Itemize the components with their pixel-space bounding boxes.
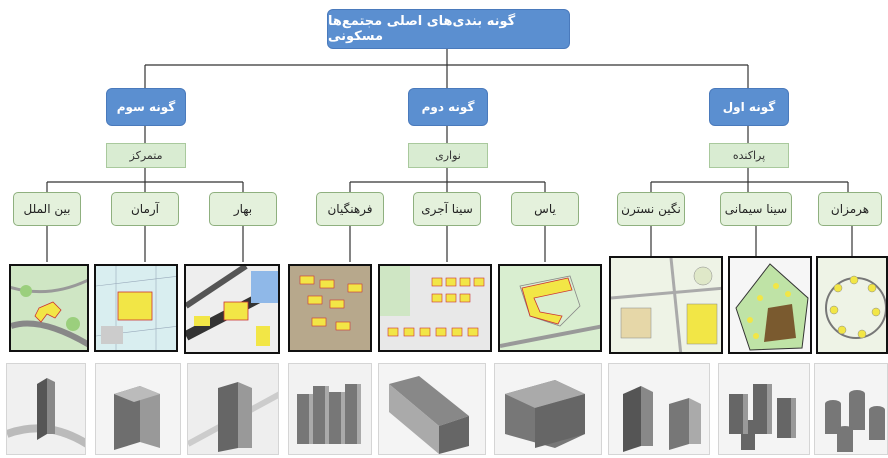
3d-model-image xyxy=(6,363,86,455)
leaf-label: هرمزان xyxy=(830,202,870,216)
leaf-box: سینا آجری xyxy=(413,192,481,226)
3d-model-image xyxy=(95,363,181,455)
leaf-box: هرمزان xyxy=(818,192,882,226)
leaf-label: سینا آجری xyxy=(421,202,473,216)
sub-label: پراکنده xyxy=(732,149,766,162)
leaf-label: بین الملل xyxy=(23,202,71,216)
3d-model-image xyxy=(187,363,279,455)
site-plan-image xyxy=(9,264,89,352)
sub-box-2: نواری xyxy=(408,143,488,168)
sub-label: نواری xyxy=(435,149,461,162)
site-plan-image xyxy=(288,264,372,352)
leaf-label: نگین نسترن xyxy=(621,202,681,216)
group-label: گونه دوم xyxy=(421,100,475,114)
root-label: گونه بندی‌های اصلی مجتمع‌ها مسکونی xyxy=(328,14,516,44)
sub-label: متمرکز xyxy=(129,149,163,162)
leaf-box: نگین نسترن xyxy=(617,192,685,226)
sub-box-1: پراکنده xyxy=(709,143,789,168)
group-box-1: گونه اول xyxy=(709,88,789,126)
site-plan-image xyxy=(184,264,280,354)
leaf-label: آرمان xyxy=(130,202,160,216)
leaf-box: آرمان xyxy=(111,192,179,226)
group-box-2: گونه دوم xyxy=(408,88,488,126)
group-box-3: گونه سوم xyxy=(106,88,186,126)
site-plan-image xyxy=(378,264,492,352)
3d-model-image xyxy=(608,363,710,455)
leaf-label: بهار xyxy=(233,202,253,216)
group-label: گونه اول xyxy=(722,100,776,114)
site-plan-image xyxy=(728,256,812,354)
leaf-box: فرهنگیان xyxy=(316,192,384,226)
leaf-label: یاس xyxy=(534,202,556,216)
site-plan-image xyxy=(498,264,602,352)
site-plan-image xyxy=(609,256,723,354)
3d-model-image xyxy=(718,363,810,455)
3d-model-image xyxy=(494,363,602,455)
leaf-label: فرهنگیان xyxy=(327,202,373,216)
leaf-box: سینا سیمانی xyxy=(720,192,792,226)
leaf-box: بین الملل xyxy=(13,192,81,226)
site-plan-image xyxy=(94,264,178,352)
root-box: گونه بندی‌های اصلی مجتمع‌ها مسکونی xyxy=(327,9,570,49)
site-plan-image xyxy=(816,256,888,354)
3d-model-image xyxy=(288,363,372,455)
3d-model-image xyxy=(378,363,486,455)
sub-box-3: متمرکز xyxy=(106,143,186,168)
leaf-label: سینا سیمانی xyxy=(724,202,788,216)
3d-model-image xyxy=(814,363,888,455)
group-label: گونه سوم xyxy=(116,100,176,114)
leaf-box: بهار xyxy=(209,192,277,226)
leaf-box: یاس xyxy=(511,192,579,226)
